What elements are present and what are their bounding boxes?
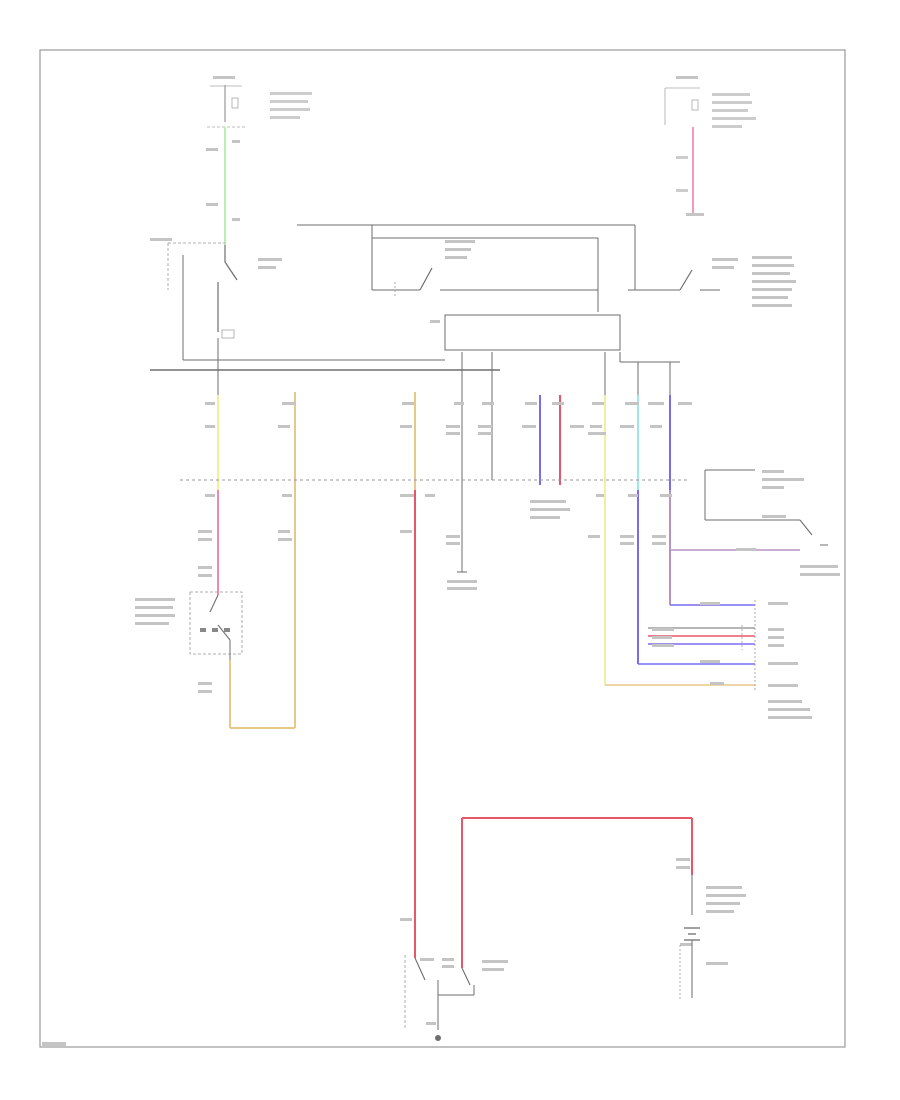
ignition-relay bbox=[150, 238, 282, 339]
ground-point bbox=[447, 545, 477, 590]
footer-code bbox=[42, 1042, 66, 1046]
right-connector-block bbox=[648, 600, 812, 719]
control-module bbox=[430, 314, 680, 363]
center-connector-note bbox=[530, 500, 570, 519]
starter-relay bbox=[628, 256, 796, 307]
battery bbox=[679, 875, 746, 1000]
top-right-fuse-block bbox=[664, 76, 756, 216]
push-button-ignition-switch bbox=[704, 469, 840, 576]
starter-motor bbox=[404, 955, 508, 1041]
top-left-fuse-block bbox=[207, 76, 312, 128]
wire-labels bbox=[198, 402, 692, 946]
starter-control-relay bbox=[372, 240, 598, 298]
diagram-frame bbox=[39, 49, 846, 1048]
transmission-range-switch bbox=[135, 591, 243, 660]
